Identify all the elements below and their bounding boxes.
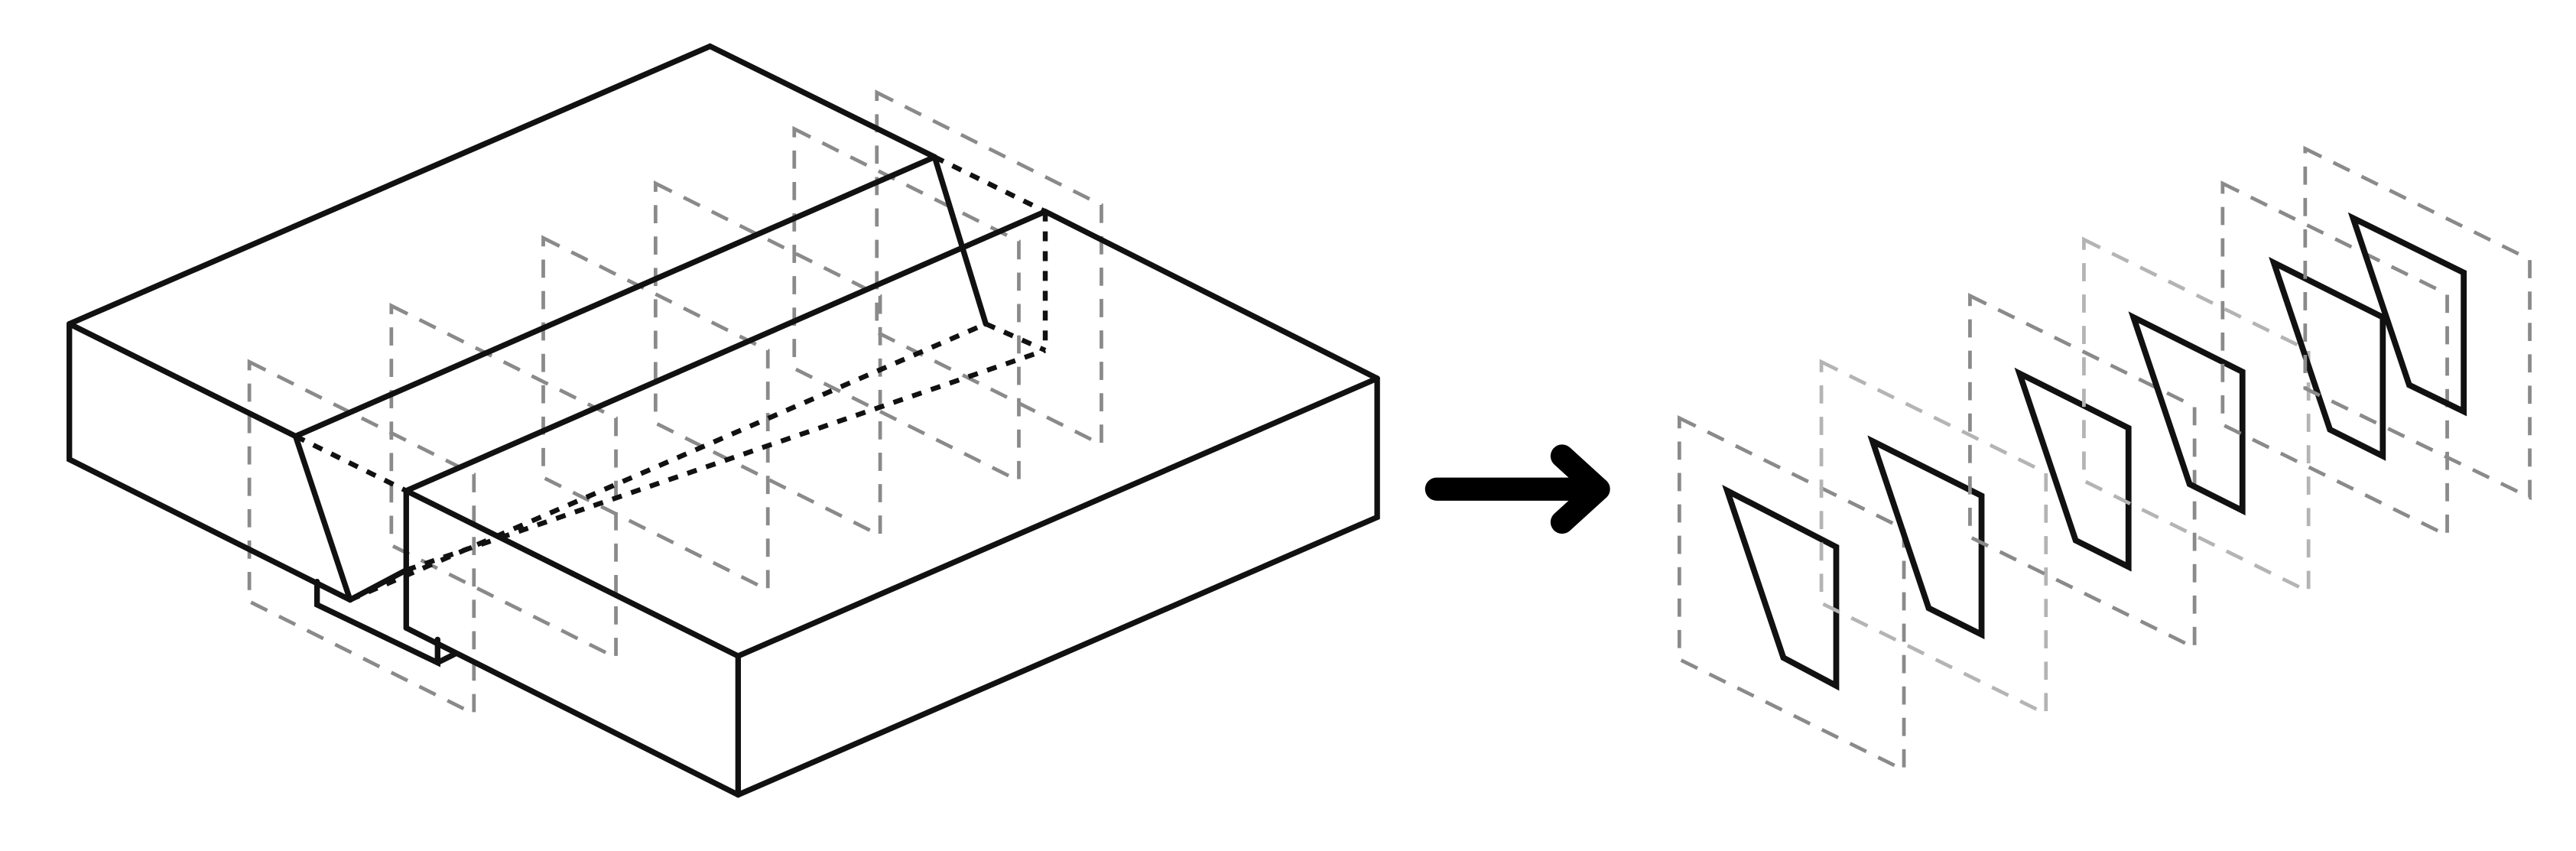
base-plate (313, 579, 457, 667)
slice-6 (2303, 145, 2532, 501)
slice-1 (1677, 414, 1906, 773)
slice-2 (1819, 359, 2048, 717)
slice-profile-6 (2347, 212, 2467, 417)
section-plane-4 (653, 180, 882, 539)
section-plane-1 (247, 359, 476, 717)
slice-plane-4 (2082, 236, 2311, 595)
slice-plane-2 (1819, 359, 2048, 717)
section-planes-left (247, 89, 1103, 717)
slice-profile-5 (2269, 256, 2386, 461)
section-plane-6 (875, 89, 1103, 448)
section-plane-3 (541, 235, 770, 593)
block-model (67, 43, 1380, 798)
slice-3 (1968, 293, 2197, 651)
slice-plane-5 (2220, 180, 2449, 539)
slice-plane-1 (1677, 414, 1906, 773)
slice-profile-4 (2128, 311, 2246, 516)
section-plane-2 (389, 302, 618, 661)
right-arrow-icon (1424, 444, 1610, 534)
slice-plane-6 (2303, 145, 2532, 501)
slice-plane-3 (1968, 293, 2197, 651)
hidden-edges (294, 154, 1048, 603)
slice-profile-2 (1867, 435, 1985, 640)
block-outline (67, 43, 1380, 798)
exploded-slices (1677, 145, 2532, 773)
slice-profile-1 (1722, 485, 1840, 691)
slice-4 (2082, 236, 2311, 595)
section-plane-5 (792, 125, 1021, 484)
slice-5 (2220, 180, 2449, 539)
slice-profile-3 (2014, 367, 2132, 572)
